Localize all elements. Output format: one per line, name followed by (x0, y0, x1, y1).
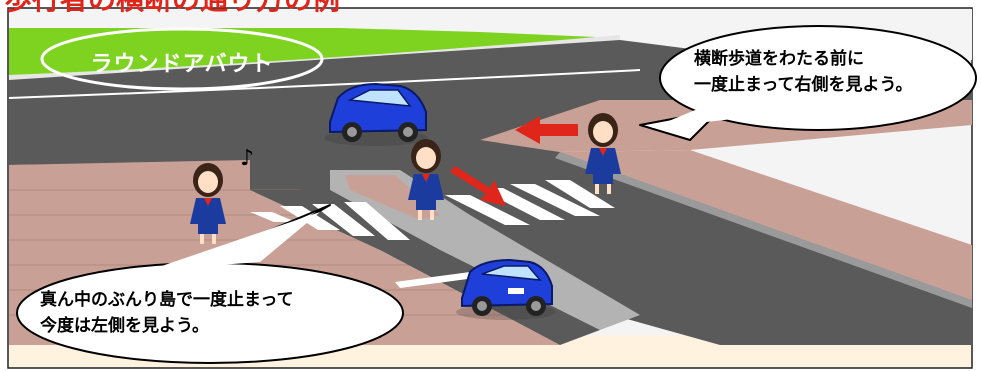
girl-pedestrian-icon (408, 139, 444, 220)
music-note-icon: ♪ (240, 146, 255, 171)
speech-bubble-right (639, 25, 977, 141)
speech-bubble-right-line2: 一度止まって右側を見よう。 (694, 75, 913, 95)
page-title: 歩行者の横断の通り方の例 (4, 0, 340, 18)
red-arrow-icon (450, 116, 578, 206)
roundabout-label-oval (40, 27, 324, 91)
roundabout-label: ラウンドアバウト (90, 52, 274, 77)
speech-bubble-left-text: 真ん中のぶんり島で一度止まって 今度は左側を見よう。 (40, 287, 293, 339)
grass-island (9, 28, 620, 78)
speech-bubble-right-text: 横断歩道をわたる前に 一度止まって右側を見よう。 (694, 46, 912, 98)
speech-bubble-left-line2: 今度は左側を見よう。 (40, 316, 209, 336)
speech-bubble-right-line1: 横断歩道をわたる前に (694, 49, 864, 69)
speech-bubble-left (16, 204, 404, 364)
car-icon (456, 258, 556, 320)
speech-bubble-left-line1: 真ん中のぶんり島で一度止まって (40, 290, 294, 310)
girl-pedestrian-icon (585, 113, 621, 194)
car-icon (324, 82, 428, 146)
girl-pedestrian-icon (190, 163, 226, 244)
